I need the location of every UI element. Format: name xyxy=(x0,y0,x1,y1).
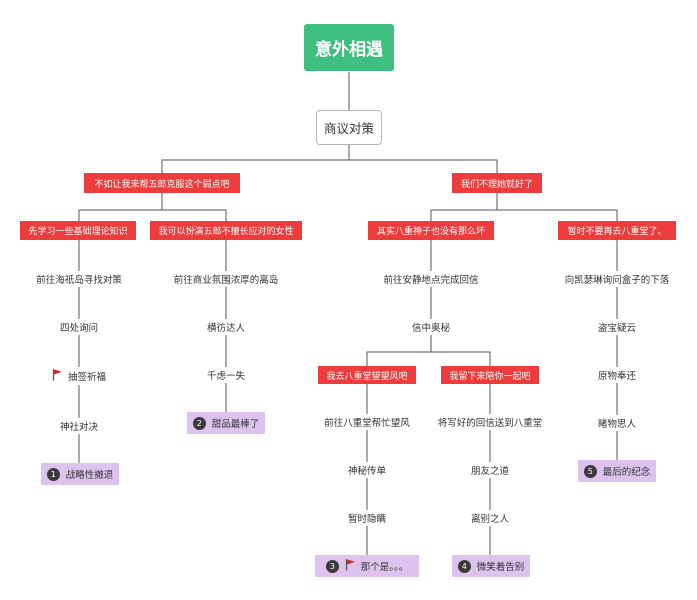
ending-label: 最后的纪念 xyxy=(602,467,651,478)
ending-label: 那个是。。。 xyxy=(360,562,409,573)
step-node: 四处询问 xyxy=(29,319,129,335)
step-node: 信中奥秘 xyxy=(381,319,481,335)
step-node: 睹物思人 xyxy=(567,415,667,431)
ending-label: 战略性撤退 xyxy=(65,470,114,481)
topic-node: 商议对策 xyxy=(316,110,382,145)
step-node: 前往商业氛围浓厚的离岛 xyxy=(151,271,301,287)
step-node: 前往八重堂帮忙望风 xyxy=(307,414,427,430)
ending-label: 微笑着告别 xyxy=(476,562,525,573)
step-node: 盗宝疑云 xyxy=(567,319,667,335)
connector xyxy=(161,159,498,173)
connector xyxy=(430,209,618,221)
ending-number-badge: 2 xyxy=(192,416,206,430)
connector xyxy=(366,351,491,366)
step-node: 暂时隐瞒 xyxy=(317,510,417,526)
step-node: 神秘传单 xyxy=(317,462,417,478)
step-node: 向凯瑟琳询问盒子的下落 xyxy=(552,271,682,287)
step-node: 抽签祈福 xyxy=(20,367,138,385)
ending-node-2: 2 甜品最棒了 xyxy=(187,412,265,434)
step-node: 千虑一失 xyxy=(176,367,276,383)
ending-number-badge: 4 xyxy=(457,559,471,573)
ending-node-1: 1 战略性撤退 xyxy=(41,463,119,485)
step-node: 离别之人 xyxy=(440,510,540,526)
choice-left-right: 我可以扮演五郎不擅长应对的女性 xyxy=(150,221,302,240)
step-node: 原物奉还 xyxy=(567,367,667,383)
choice-right-left: 其实八重神子也没有那么坏 xyxy=(368,221,494,240)
step-node: 朋友之道 xyxy=(440,462,540,478)
choice-right-right: 暂时不要再去八重堂了。 xyxy=(558,221,676,240)
ending-number-badge: 1 xyxy=(46,467,60,481)
ending-number-badge: 3 xyxy=(325,559,339,573)
choice-rl-left: 我去八重堂望望风吧 xyxy=(318,366,416,384)
step-node: 前往安静地点完成回信 xyxy=(361,271,501,287)
choice-right: 我们不理她就好了 xyxy=(452,173,542,193)
ending-label: 甜品最棒了 xyxy=(211,419,260,430)
ending-node-3: 3 那个是。。。 xyxy=(315,555,419,577)
flag-icon xyxy=(345,558,356,574)
step-node: 神社对决 xyxy=(29,418,129,434)
choice-rl-right: 我留下来陪你一起吧 xyxy=(441,366,539,384)
step-node: 横彷达人 xyxy=(176,319,276,335)
connector xyxy=(78,209,227,221)
choice-left-left: 先学习一些基础理论知识 xyxy=(20,221,136,240)
ending-node-4: 4 微笑着告别 xyxy=(452,555,530,577)
ending-node-5: 5 最后的纪念 xyxy=(578,460,656,482)
flag-icon xyxy=(52,368,63,384)
step-node: 将写好的回信送到八重堂 xyxy=(425,414,555,430)
step-node: 前往海祇岛寻找对策 xyxy=(0,271,158,287)
step-label: 抽签祈福 xyxy=(67,372,106,383)
choice-left: 不如让我来帮五郎克服这个弱点吧 xyxy=(84,173,240,193)
ending-number-badge: 5 xyxy=(583,464,597,478)
root-node: 意外相遇 xyxy=(304,24,394,71)
